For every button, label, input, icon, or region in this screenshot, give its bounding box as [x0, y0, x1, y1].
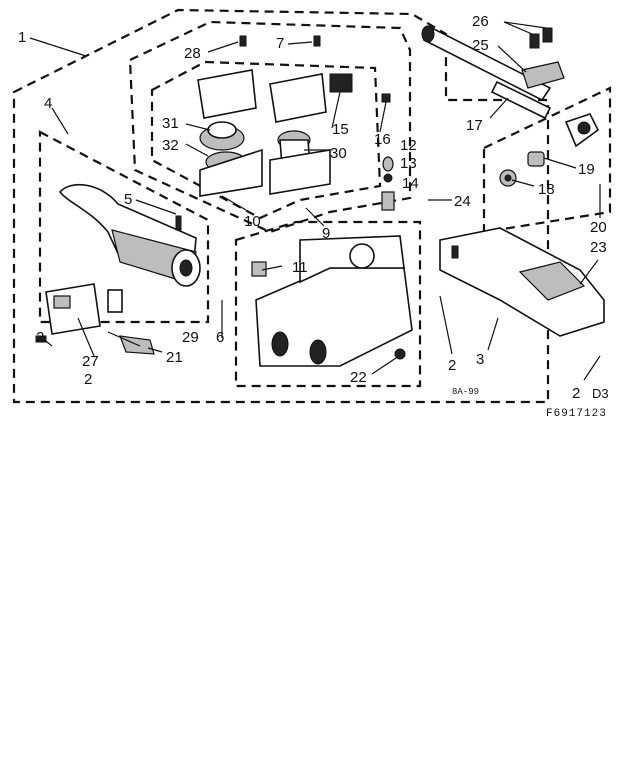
callout-29: 29 — [182, 329, 199, 346]
small-parts — [381, 93, 395, 211]
diagram-code: 8A-99 — [452, 387, 479, 397]
leader-lines — [29, 21, 601, 381]
tube-bracket — [521, 27, 565, 89]
callout-5: 5 — [124, 191, 132, 208]
callout-15: 15 — [332, 121, 349, 138]
callout-9: 9 — [322, 225, 330, 242]
callout-14: 14 — [402, 175, 419, 192]
tube-fitting-parts — [499, 113, 600, 187]
callout-18: 18 — [538, 181, 555, 198]
callout-12: 12 — [400, 137, 417, 154]
pilot-tube — [421, 25, 552, 120]
inner-subassembly-boundary — [150, 60, 382, 220]
callout-13: 13 — [400, 155, 417, 172]
callout-23: 23 — [590, 239, 607, 256]
corner-code: D3 — [592, 386, 609, 401]
callout-22: 22 — [350, 369, 367, 386]
callout-31: 31 — [162, 115, 179, 132]
left-small-parts — [35, 283, 155, 355]
callout-19: 19 — [578, 161, 595, 178]
tube-fitting-boundary — [482, 86, 612, 234]
callout-27: 27 — [82, 353, 99, 370]
solenoid-brackets — [197, 35, 353, 197]
callout-1: 1 — [18, 29, 26, 46]
outer-assembly-boundary — [12, 8, 550, 404]
callout-labels: 1 2 2 2 2 3 4 5 6 7 9 10 11 12 13 14 15 … — [18, 13, 607, 402]
callout-2-mid: 2 — [448, 357, 456, 374]
burner-bracket — [439, 227, 605, 337]
callout-3: 3 — [476, 351, 484, 368]
callout-11: 11 — [292, 259, 308, 276]
callout-2-lower-left: 2 — [36, 329, 44, 346]
upper-subassembly-boundary — [128, 20, 412, 234]
callout-2-left: 2 — [84, 371, 92, 388]
callout-32: 32 — [162, 137, 179, 154]
callout-16: 16 — [374, 131, 391, 148]
callout-10: 10 — [244, 213, 261, 230]
callout-7: 7 — [276, 35, 284, 52]
parts — [35, 25, 605, 367]
callout-28: 28 — [184, 45, 201, 62]
left-subassembly-boundary — [38, 130, 210, 324]
valve-body-boundary — [234, 220, 422, 388]
callout-24: 24 — [454, 193, 471, 210]
assembly-boundaries — [12, 8, 612, 404]
callout-20: 20 — [590, 219, 607, 236]
callout-21: 21 — [166, 349, 183, 366]
callout-2-right: 2 — [572, 385, 580, 402]
figure-code: F6917123 — [546, 408, 607, 420]
callout-26: 26 — [472, 13, 489, 30]
callout-4: 4 — [44, 95, 52, 112]
callout-30: 30 — [330, 145, 347, 162]
callout-6: 6 — [216, 329, 224, 346]
callout-17: 17 — [466, 117, 483, 134]
burner-tube — [58, 184, 201, 287]
gas-valve-body — [251, 235, 413, 367]
callout-25: 25 — [472, 37, 489, 54]
